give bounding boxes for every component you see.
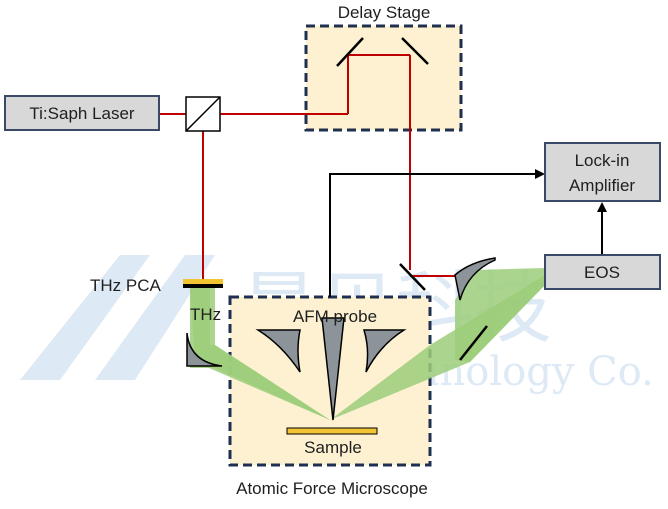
mirror-icon bbox=[336, 37, 364, 67]
arrow-to-lockin bbox=[535, 169, 545, 179]
sample-plate bbox=[286, 427, 378, 435]
parabolic-mirror-icon bbox=[454, 257, 496, 301]
thz-label: THz bbox=[190, 305, 221, 324]
afm-probe-label: AFM probe bbox=[293, 307, 377, 326]
eos-label: EOS bbox=[584, 263, 620, 282]
mirror-icon bbox=[459, 325, 488, 361]
signal-path bbox=[329, 173, 603, 297]
parabolic-mirror-icon bbox=[362, 329, 407, 373]
pca-black bbox=[183, 284, 223, 288]
eos-box bbox=[544, 254, 661, 290]
delay-stage-box bbox=[306, 26, 461, 130]
sample-label: Sample bbox=[304, 438, 362, 457]
parabolic-mirror-icon bbox=[255, 329, 301, 373]
thz-pca-label: THz PCA bbox=[90, 276, 162, 295]
mirror-icon bbox=[401, 37, 429, 65]
pca-gold bbox=[183, 279, 223, 284]
afm-probe-icon bbox=[321, 317, 345, 421]
laser-label: Ti:Saph Laser bbox=[29, 104, 135, 123]
beam-splitter-icon bbox=[185, 96, 221, 132]
delay-stage-border bbox=[304, 24, 463, 132]
parabolic-mirror-icon bbox=[186, 332, 223, 367]
lockin-label-1: Lock-in bbox=[575, 151, 630, 170]
delay-stage-label: Delay Stage bbox=[338, 3, 431, 22]
lockin-label-2: Amplifier bbox=[569, 176, 635, 195]
thz-beam-upper bbox=[190, 287, 210, 345]
mirror-icon bbox=[399, 263, 426, 291]
watermark-logo bbox=[20, 255, 215, 380]
lockin-box bbox=[544, 142, 661, 202]
thz-beam-lower bbox=[190, 345, 330, 420]
afm-label: Atomic Force Microscope bbox=[236, 479, 428, 498]
arrow-eos-to-lockin bbox=[597, 202, 607, 212]
laser-box bbox=[4, 95, 160, 131]
